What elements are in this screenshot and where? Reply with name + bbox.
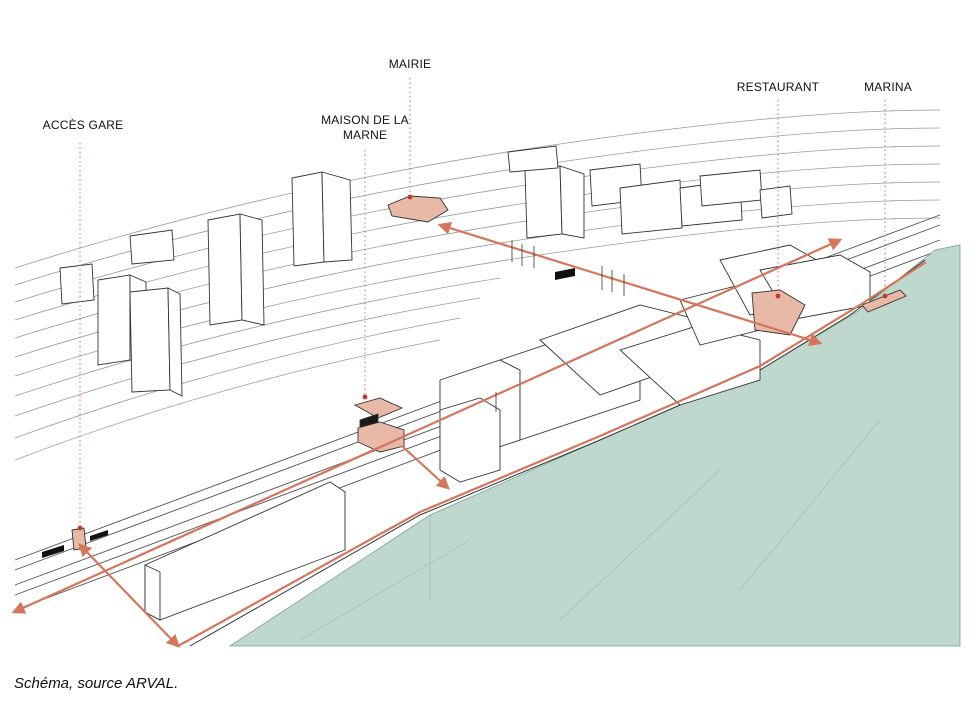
acces-gare-kiosk: [71, 527, 87, 551]
label-maison-line1: MAISON DE LA: [321, 113, 409, 127]
mairie-building: [387, 195, 449, 223]
label-acces-gare: ACCÈS GARE: [42, 118, 124, 132]
trees: [495, 240, 625, 412]
leader-lines: [79, 78, 886, 528]
figure-caption: Schéma, source ARVAL.: [14, 675, 179, 692]
pedestrian-routes: [11, 221, 927, 648]
marina-pontoon: [861, 289, 907, 313]
label-maison-de-la-marne: MAISON DE LA MARNE: [310, 113, 420, 143]
label-maison-line2: MARNE: [342, 128, 388, 142]
buildings-hill: [59, 171, 353, 397]
maison-de-la-marne-building: [353, 397, 405, 453]
buildings-upper-right: [507, 145, 793, 239]
leader-dots: [77, 194, 888, 531]
label-marina: MARINA: [864, 80, 912, 94]
label-mairie: MAIRIE: [388, 57, 432, 71]
label-restaurant: RESTAURANT: [736, 80, 820, 94]
